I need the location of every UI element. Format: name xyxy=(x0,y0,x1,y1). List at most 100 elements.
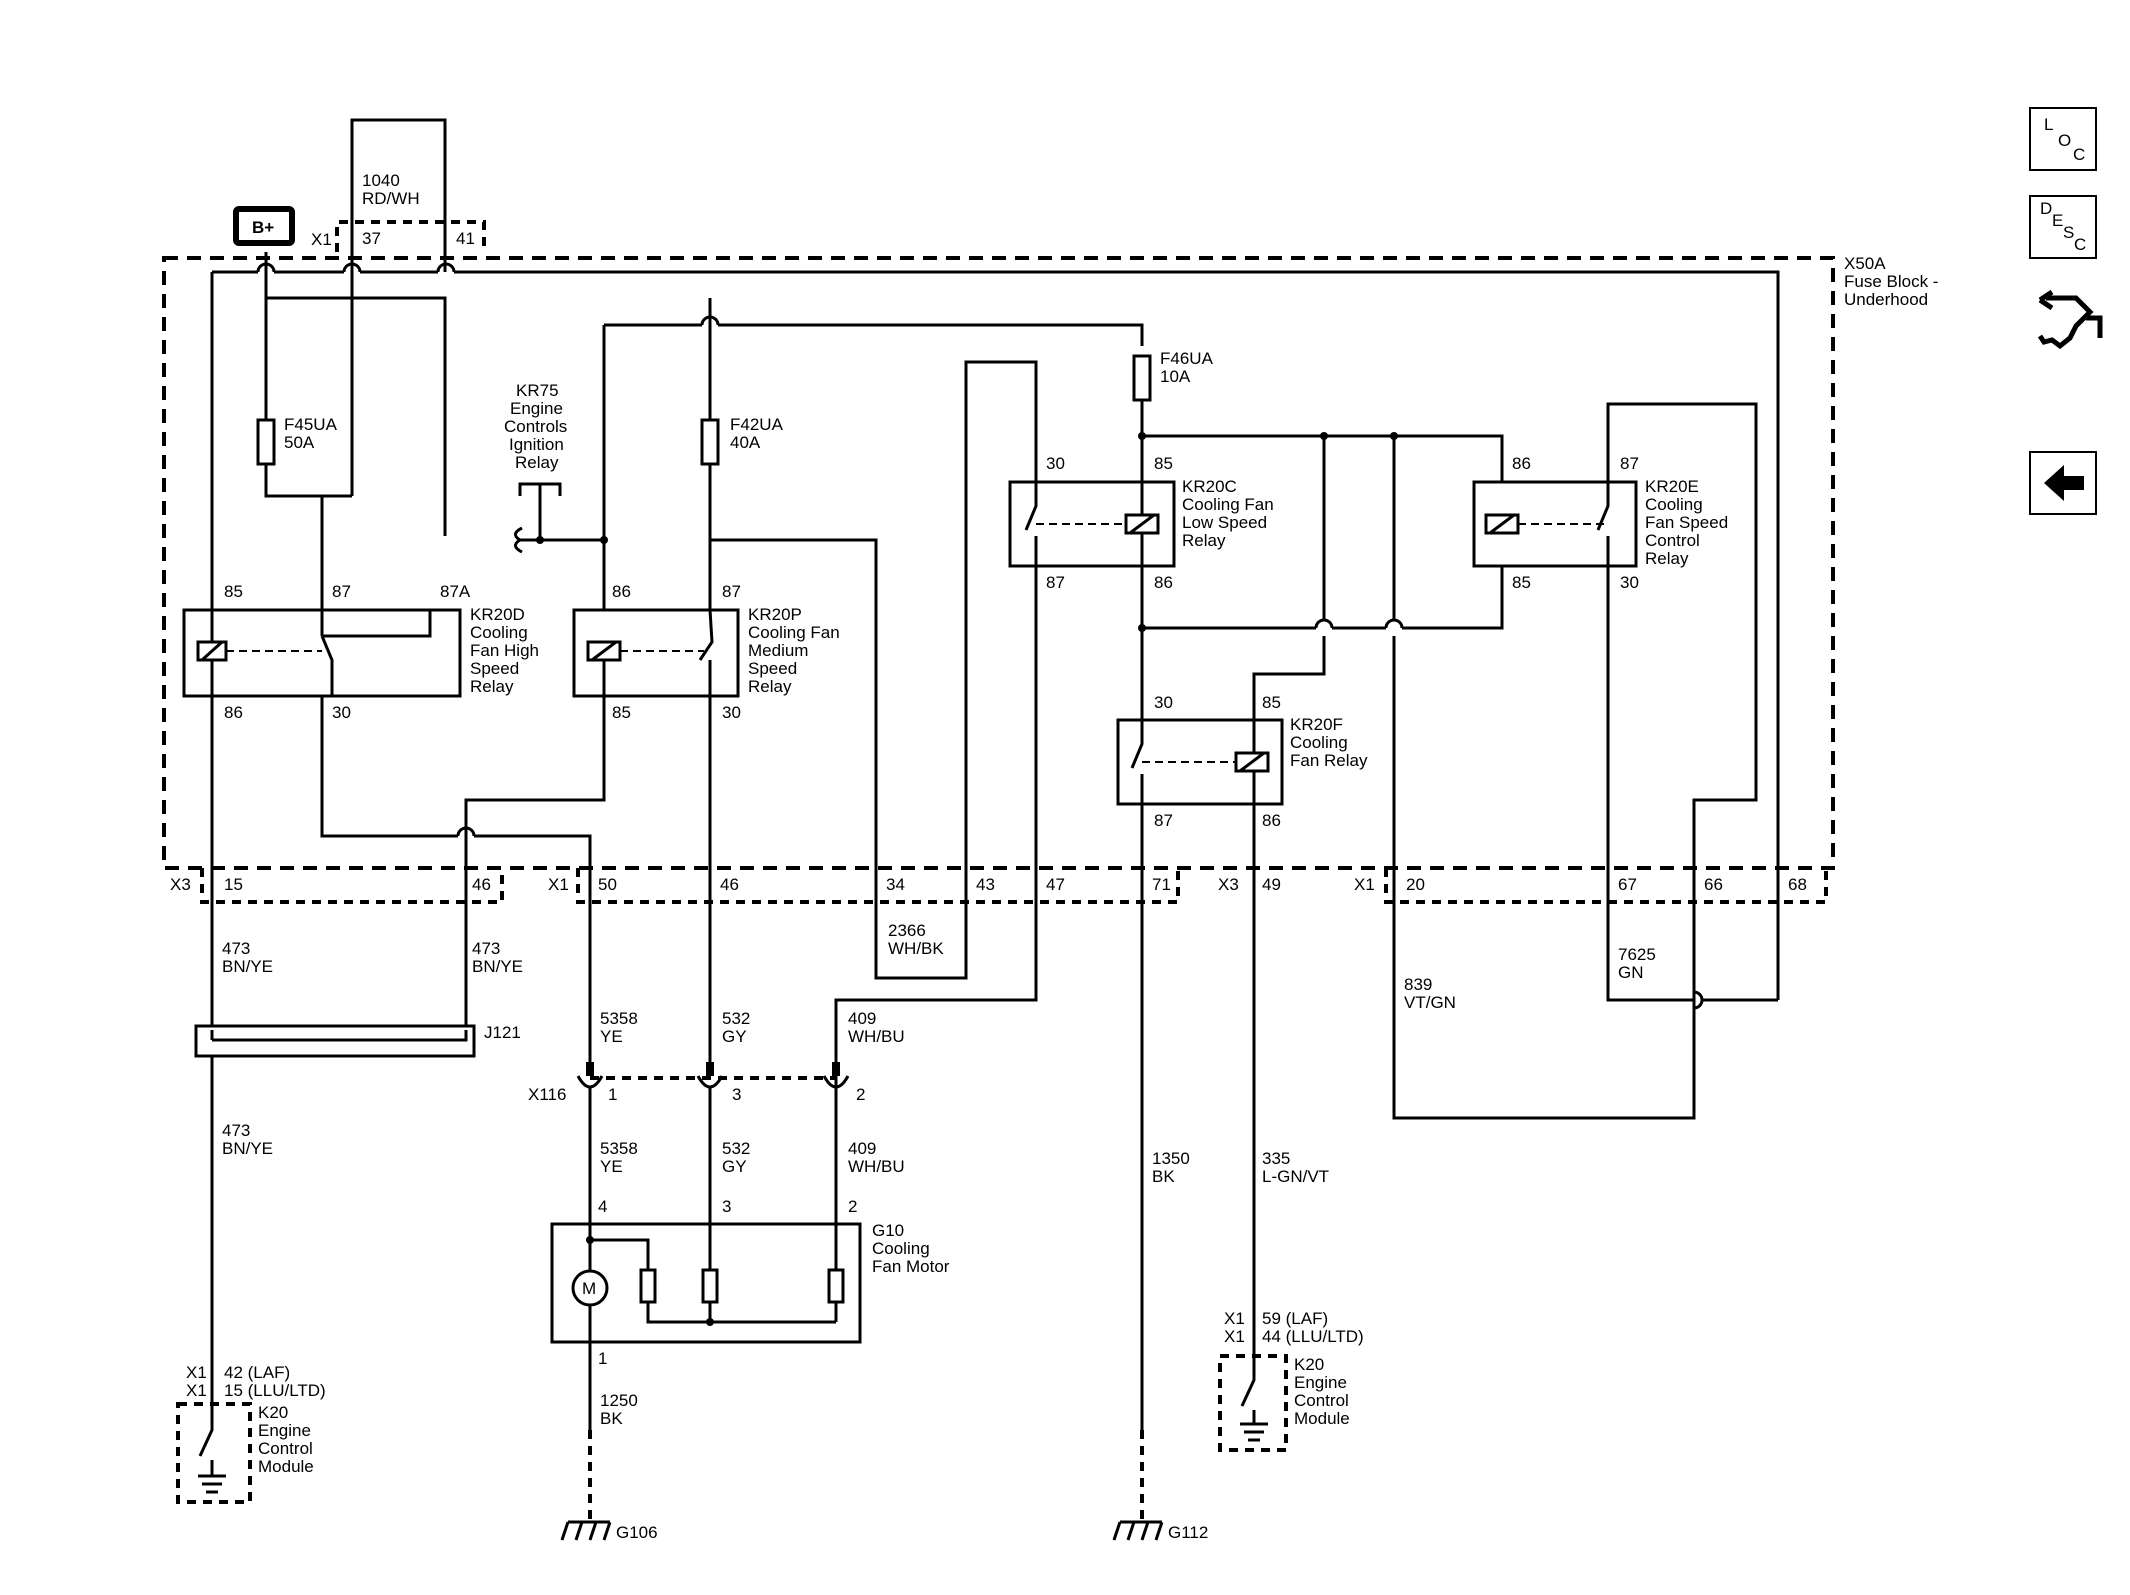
w335-color: L-GN/VT xyxy=(1262,1167,1329,1186)
kr20e-desc3: Control xyxy=(1645,531,1700,550)
wire-jump-68 xyxy=(1693,990,1704,1010)
k20-ecm-right: X1 X1 59 (LAF) 44 (LLU/LTD) K20 Engine C… xyxy=(1218,1309,1364,1452)
kr20e-86: 86 xyxy=(1512,454,1531,473)
kr20p-desc3: Speed xyxy=(748,659,797,678)
w839-num: 839 xyxy=(1404,975,1432,994)
w335-num: 335 xyxy=(1262,1149,1290,1168)
kr20e-desc4: Relay xyxy=(1645,549,1689,568)
wire-839 xyxy=(1392,436,1696,1120)
w1250-num: 1250 xyxy=(600,1391,638,1410)
kr20d-85: 85 xyxy=(224,582,243,601)
kr20c-87: 87 xyxy=(1046,573,1065,592)
k20r-desc3: Module xyxy=(1294,1409,1350,1428)
kr20d-desc3: Speed xyxy=(470,659,519,678)
x1-right-connector xyxy=(1384,868,1828,904)
x1-top-connector xyxy=(335,220,486,252)
kr20d-30: 30 xyxy=(332,703,351,722)
kr20f-86: 86 xyxy=(1262,811,1281,830)
wire-bus-row2 xyxy=(604,323,1144,346)
g10-desc1: Cooling xyxy=(872,1239,930,1258)
kr20c-desc1: Cooling Fan xyxy=(1182,495,1274,514)
x50a-name: X50A xyxy=(1844,254,1886,273)
x1-right-label: X1 xyxy=(1354,875,1375,894)
w5358b-color: YE xyxy=(600,1157,623,1176)
w532b-num: 532 xyxy=(722,1139,750,1158)
pin66-label: 66 xyxy=(1704,875,1723,894)
pin50-label: 50 xyxy=(598,875,617,894)
x50a-desc1: Fuse Block - xyxy=(1844,272,1938,291)
f46ua-rating: 10A xyxy=(1160,367,1191,386)
w409a-color: WH/BU xyxy=(848,1027,905,1046)
k20l-x1a: X1 xyxy=(186,1363,207,1382)
w7625-num: 7625 xyxy=(1618,945,1656,964)
x116-pin1: 1 xyxy=(608,1085,617,1104)
wire-kr20f-85 xyxy=(1252,436,1326,720)
kr20f-87: 87 xyxy=(1154,811,1173,830)
pin49-label: 49 xyxy=(1262,875,1281,894)
kr75-desc3: Ignition xyxy=(509,435,564,454)
fuse-f45ua: F45UA 50A xyxy=(256,415,338,466)
kr20c-name: KR20C xyxy=(1182,477,1237,496)
w5358a-color: YE xyxy=(600,1027,623,1046)
kr20e-30: 30 xyxy=(1620,573,1639,592)
kr20d-87a: 87A xyxy=(440,582,471,601)
ground-g106-icon: G106 xyxy=(560,1520,658,1542)
k20l-name: K20 xyxy=(258,1403,288,1422)
kr20e-desc1: Cooling xyxy=(1645,495,1703,514)
k20r-desc2: Control xyxy=(1294,1391,1349,1410)
x3-mid-label: X3 xyxy=(1218,875,1239,894)
kr20p-desc2: Medium xyxy=(748,641,808,660)
f42ua-name: F42UA xyxy=(730,415,784,434)
k20l-desc3: Module xyxy=(258,1457,314,1476)
w473c-color: BN/YE xyxy=(222,1139,273,1158)
splice-j121: J121 xyxy=(194,1023,521,1058)
x3-left-connector xyxy=(200,868,504,904)
bplus-label: B+ xyxy=(252,218,274,237)
connector-x116: X116 1 3 2 xyxy=(528,1062,865,1104)
relay-kr20e: 86 87 85 30 KR20E Cooling Fan Speed Cont… xyxy=(1472,454,1728,592)
pin41-label: 41 xyxy=(456,229,475,248)
fuse-f46ua: F46UA 10A xyxy=(1132,349,1214,402)
kr20p-87: 87 xyxy=(722,582,741,601)
w5358b-num: 5358 xyxy=(600,1139,638,1158)
wire-jumps xyxy=(1314,618,1404,629)
pin46a-label: 46 xyxy=(472,875,491,894)
kr20e-85: 85 xyxy=(1512,573,1531,592)
w1350-num: 1350 xyxy=(1152,1149,1190,1168)
desc-letter-d: D xyxy=(2040,199,2052,218)
f46ua-name: F46UA xyxy=(1160,349,1214,368)
kr20c-desc2: Low Speed xyxy=(1182,513,1267,532)
kr20e-87: 87 xyxy=(1620,454,1639,473)
x116-pin3: 3 xyxy=(732,1085,741,1104)
kr20p-86: 86 xyxy=(612,582,631,601)
w532b-color: GY xyxy=(722,1157,747,1176)
pin15-label: 15 xyxy=(224,875,243,894)
pin47-label: 47 xyxy=(1046,875,1065,894)
g10-cooling-fan-motor: 4 3 2 G10 Cooling Fan Motor M 1 xyxy=(550,1197,950,1368)
back-arrow-button[interactable] xyxy=(2029,451,2097,515)
w473c-num: 473 xyxy=(222,1121,250,1140)
desc-letter-e: E xyxy=(2052,211,2063,230)
loc-button[interactable]: L O C xyxy=(2029,107,2097,171)
g106-label: G106 xyxy=(616,1523,658,1542)
k20r-pin1: 59 (LAF) xyxy=(1262,1309,1328,1328)
k20l-desc2: Control xyxy=(258,1439,313,1458)
kr20d-desc1: Cooling xyxy=(470,623,528,642)
kr75-desc4: Relay xyxy=(515,453,559,472)
kr20f-desc2: Fan Relay xyxy=(1290,751,1368,770)
desc-letter-s: S xyxy=(2063,223,2074,242)
kr75-desc2: Controls xyxy=(504,417,567,436)
loc-letter-c: C xyxy=(2073,145,2085,164)
x116-pin2: 2 xyxy=(856,1085,865,1104)
kr75-ignition-relay: KR75 Engine Controls Ignition Relay xyxy=(504,381,608,554)
relay-kr20d: 85 87 87A 86 30 KR20D Cooling Fan High S… xyxy=(182,494,539,722)
kr20d-87: 87 xyxy=(332,582,351,601)
x1-top-label: X1 xyxy=(311,230,332,249)
k20r-pin2: 44 (LLU/LTD) xyxy=(1262,1327,1364,1346)
f45ua-rating: 50A xyxy=(284,433,315,452)
kr20p-desc1: Cooling Fan xyxy=(748,623,840,642)
w473a-num: 473 xyxy=(222,939,250,958)
connector-swap-icon[interactable] xyxy=(2037,289,2103,350)
desc-button[interactable]: D E S C xyxy=(2029,195,2097,259)
x1-bottom-label: X1 xyxy=(548,875,569,894)
